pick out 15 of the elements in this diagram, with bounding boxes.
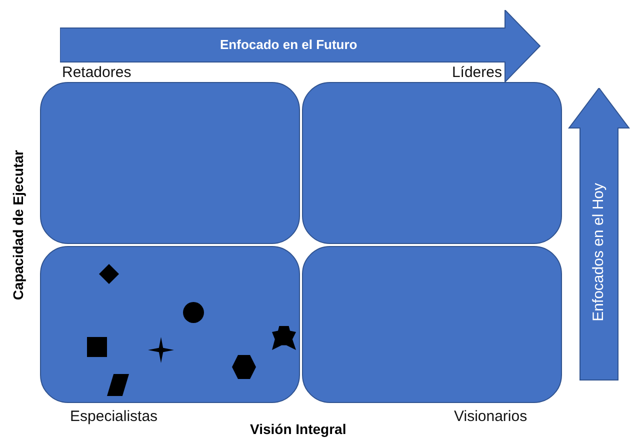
- quadrant-label: Líderes: [452, 64, 502, 82]
- hexagon-marker: [232, 355, 256, 379]
- arrow-label: Enfocados en el Hoy: [590, 183, 607, 322]
- quadrant-label: Retadores: [62, 64, 132, 82]
- arrow-label: Enfocado en el Futuro: [220, 37, 358, 52]
- star-marker: [148, 337, 174, 363]
- circle-marker: [182, 302, 204, 322]
- diamond-marker: [99, 264, 119, 284]
- shield-marker: [272, 326, 296, 350]
- parallelogram-marker: [107, 374, 129, 396]
- axis-label: Capacidad de Ejecutar: [10, 150, 26, 300]
- square-marker: [87, 337, 107, 357]
- axis-label: Visión Integral: [250, 421, 346, 437]
- quadrant-label: Visionarios: [454, 408, 528, 426]
- quadrant-label: Especialistas: [70, 408, 158, 426]
